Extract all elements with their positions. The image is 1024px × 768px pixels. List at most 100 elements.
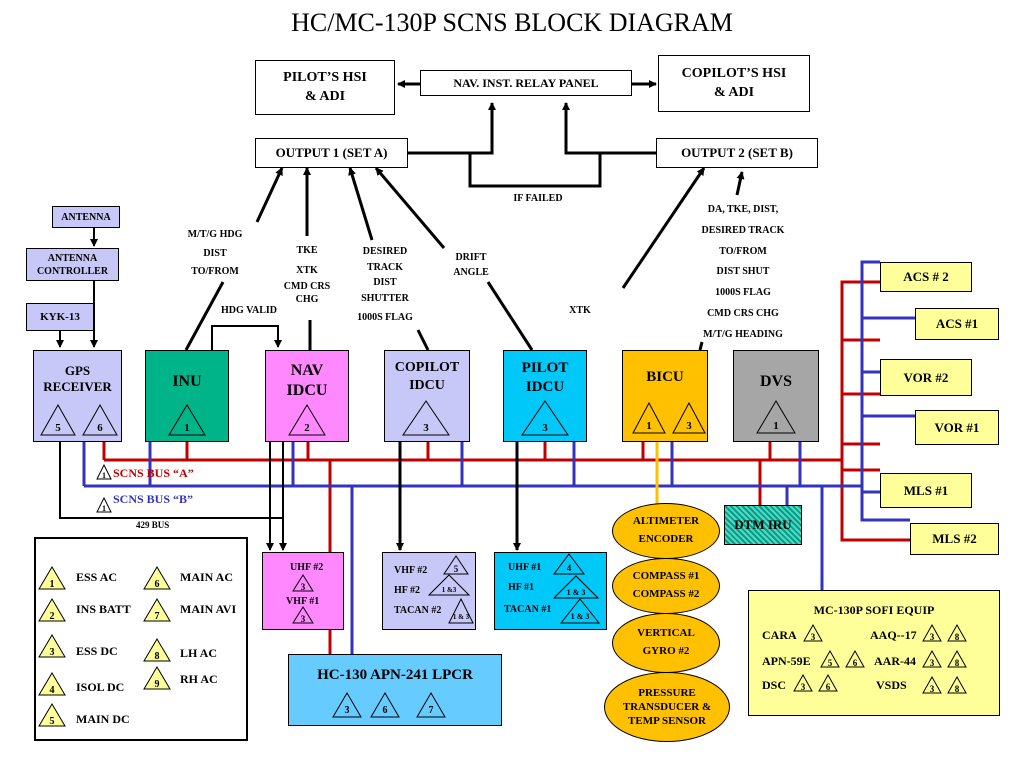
copilot-hsi-line2: & ADI (713, 84, 755, 100)
inu-signal-label: M/T/G HDG DIST TO/FROM (170, 226, 260, 282)
output1-box: OUTPUT 1 (SET A) (255, 138, 408, 168)
copilot-signal-label: DESIRED TRACK DIST SHUTTER 1000S FLAG (340, 244, 430, 326)
dsc-label: DSC (762, 678, 787, 692)
power-ref: 3 (810, 632, 816, 642)
legend-label: MAIN AVI (180, 602, 237, 616)
power-tri-icon: 6 (818, 674, 838, 692)
power-tri-icon: 1 & 3 (553, 575, 599, 599)
top-connections (397, 80, 657, 188)
power-tri-icon: 3 (292, 574, 314, 592)
pressure-line2: TRANSDUCER & (622, 700, 712, 713)
copilot-signal-2: TRACK (366, 261, 404, 273)
antenna-controller-line1: ANTENNA (47, 252, 98, 264)
power-ref: 1 (646, 420, 652, 432)
compass-line1: COMPASS #1 (632, 570, 700, 583)
pilot-hsi-line2: & ADI (304, 88, 346, 104)
inu-signal-1: M/T/G HDG (187, 229, 243, 240)
copilot-idcu-line1: COPILOT (394, 360, 460, 375)
vhf2-label: VHF #2 (394, 565, 428, 576)
legend-tri-icon: 2 (38, 598, 66, 622)
power-tri-icon: 3 (402, 400, 450, 436)
antenna-controller-box: ANTENNA CONTROLLER (26, 248, 119, 281)
legend-label: MAIN AC (180, 570, 233, 584)
antenna-controller-line2: CONTROLLER (36, 265, 109, 277)
inu-box: INU (145, 350, 229, 442)
copilot-signal-1: DESIRED (362, 246, 408, 257)
gps-line1: GPS (64, 363, 91, 378)
tacan2-label: TACAN #2 (394, 605, 442, 616)
bus-b-power-tri-icon: 1 (96, 497, 112, 513)
pilot-idcu-box: PILOT IDCU (503, 350, 587, 442)
power-tri-icon: 3 (922, 650, 942, 668)
copilot-signal-5: 1000S FLAG (357, 312, 413, 323)
legend-tri-icon: 9 (143, 666, 171, 690)
nav-signal-2: XTK (296, 264, 318, 276)
nav-relay-panel-box: NAV. INST. RELAY PANEL (420, 70, 632, 96)
lpcr-box: HC-130 APN-241 LPCR (288, 654, 502, 726)
power-tri-icon: 1 &3 (428, 574, 470, 596)
gyro-line1: VERTICAL (637, 627, 695, 640)
bicu-signal-3: TO/FROM (719, 245, 767, 257)
power-tri-icon: 5 (443, 555, 469, 575)
bicu-signal-1: DA, TKE, DIST, (707, 204, 779, 215)
power-legend-box (34, 537, 248, 741)
nav-signal-4: CHG (295, 294, 319, 305)
power-tri-icon: 8 (947, 650, 967, 668)
power-ref: 8 (954, 658, 960, 668)
output2-box: OUTPUT 2 (SET B) (656, 138, 818, 168)
left-connections (56, 228, 282, 350)
aaq17-label: AAQ--17 (870, 628, 917, 642)
pilot-radios-box (494, 552, 607, 630)
power-tri-icon: 1 (632, 402, 666, 434)
bus-a-power-tri-icon: 1 (96, 464, 112, 480)
drift-line1: DRIFT (455, 252, 487, 263)
power-ref: 5 (55, 422, 61, 434)
power-tri-icon: 1 & 3 (448, 598, 474, 624)
legend-label: ISOL DC (76, 680, 125, 694)
compass-line2: COMPASS #2 (632, 588, 700, 600)
power-tri-icon: 1 (756, 400, 796, 434)
power-ref: 3 (929, 684, 935, 694)
power-ref: 3 (800, 682, 806, 692)
power-tri-icon: 5 (40, 404, 76, 436)
inu-signal-3: TO/FROM (191, 266, 239, 277)
bus-429-label: 429 BUS (136, 520, 170, 530)
bus-429-wiring (59, 442, 659, 551)
nav-idcu-line1: NAV (290, 362, 324, 379)
gps-line2: RECEIVER (43, 379, 112, 395)
power-tri-icon: 3 (521, 400, 569, 436)
drift-angle-label: DRIFT ANGLE (436, 250, 506, 280)
legend-tri-icon: 8 (143, 638, 171, 662)
legend-num: 3 (49, 647, 55, 658)
gyro-line2: GYRO #2 (642, 645, 690, 657)
mls1-box: MLS #1 (880, 473, 972, 508)
legend-label: ESS AC (76, 570, 118, 584)
power-ref: 3 (344, 705, 350, 716)
power-tri-icon: 7 (416, 692, 446, 718)
legend-num: 6 (154, 579, 160, 590)
legend-tri-icon: 5 (38, 703, 66, 727)
power-tri-icon: 3 (922, 676, 942, 694)
power-tri-icon: 5 (820, 650, 840, 668)
legend-num: 5 (49, 716, 55, 727)
power-ref: 1 (102, 504, 106, 513)
nav-idcu-box: NAV IDCU (265, 350, 349, 442)
power-tri-icon: 1 & 3 (560, 598, 600, 624)
legend-tri-icon: 3 (38, 634, 66, 658)
bus-b-label: SCNS BUS “B” (113, 492, 194, 506)
bicu-signal-4: DIST SHUT (716, 266, 770, 278)
altimeter-line2: ENCODER (638, 533, 694, 545)
power-tri-icon: 3 (922, 624, 942, 642)
dvs-box: DVS (733, 350, 819, 442)
bicu-signal-7: M/T/G HEADING (703, 328, 783, 340)
power-ref: 2 (304, 422, 310, 434)
power-tri-icon: 3 (803, 624, 823, 642)
power-ref: 1 (184, 422, 190, 434)
hdg-valid-label: HDG VALID (220, 305, 278, 316)
nav-idcu-line2: IDCU (286, 382, 328, 399)
legend-num: 7 (154, 611, 160, 622)
power-tri-icon: 8 (947, 676, 967, 694)
